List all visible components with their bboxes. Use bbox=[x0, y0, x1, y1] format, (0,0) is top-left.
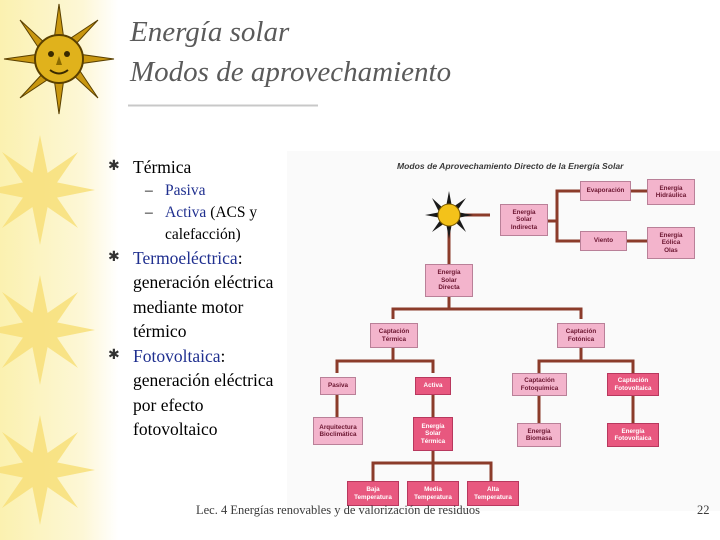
page-number: 22 bbox=[697, 503, 710, 517]
slide-footer: Lec. 4 Energías renovables y de valoriza… bbox=[196, 503, 481, 517]
sub-bullet-activa: – Activa (ACS y calefacción) bbox=[145, 203, 258, 243]
node-energia-eolica-olas: Energía Eólica Olas bbox=[647, 227, 695, 259]
node-captacion-termica: Captación Térmica bbox=[370, 323, 418, 348]
bullet-list: ✱ Térmica – Pasiva – Activa (ACS y calef… bbox=[108, 155, 292, 442]
bullet-termica: ✱ Térmica bbox=[108, 155, 292, 180]
bullet-termoelectrica: ✱ Termoeléctrica: generación eléctrica m… bbox=[108, 247, 274, 342]
node-viento: Viento bbox=[580, 231, 627, 251]
sub-bullet-pasiva: – Pasiva bbox=[145, 181, 206, 199]
node-baja-temperatura: Baja Temperatura bbox=[347, 481, 399, 506]
bullet-marker-icon: ✱ bbox=[108, 347, 120, 363]
decorative-suns-icon bbox=[0, 135, 95, 525]
diagram-title: Modos de Aprovechamiento Directo de la E… bbox=[397, 161, 624, 171]
slide-subtitle: Modos de aprovechamiento bbox=[130, 56, 452, 88]
slide-title: Energía solar bbox=[130, 16, 290, 48]
node-energia-hidraulica: Energía Hidráulica bbox=[647, 179, 695, 205]
node-arquitectura-bioclimatica: Arquitectura Bioclimática bbox=[313, 417, 363, 445]
solar-modes-diagram: Modos de Aprovechamiento Directo de la E… bbox=[287, 151, 720, 511]
sun-icon bbox=[425, 191, 473, 239]
node-energia-fotovoltaica: Energía Fotovoltaica bbox=[607, 423, 659, 447]
node-captacion-fotovoltaica: Captación Fotovoltaica bbox=[607, 373, 659, 396]
node-media-temperatura: Media Temperatura bbox=[407, 481, 459, 506]
title-underline bbox=[128, 104, 318, 107]
node-alta-temperatura: Alta Temperatura bbox=[467, 481, 519, 506]
node-energia-solar-indirecta: Energía Solar Indirecta bbox=[500, 204, 548, 236]
node-energia-biomasa: Energía Biomasa bbox=[517, 423, 561, 447]
bullet-marker-icon: ✱ bbox=[108, 159, 120, 174]
bullet-marker-icon: ✱ bbox=[108, 249, 120, 265]
node-energia-solar-termica: Energía Solar Térmica bbox=[413, 417, 453, 451]
node-captacion-fotoquimica: Captación Fotoquímica bbox=[512, 373, 567, 396]
node-activa: Activa bbox=[415, 377, 451, 395]
bullet-fotovoltaica: ✱ Fotovoltaica: generación eléctrica por… bbox=[108, 345, 274, 440]
diagram-connector-lines bbox=[335, 189, 647, 481]
node-evaporacion: Evaporación bbox=[580, 181, 631, 201]
node-pasiva: Pasiva bbox=[320, 377, 356, 395]
node-energia-solar-directa: Energía Solar Directa bbox=[425, 264, 473, 297]
node-captacion-fotonica: Captación Fotónica bbox=[557, 323, 605, 348]
sun-face-logo-icon bbox=[3, 3, 115, 115]
